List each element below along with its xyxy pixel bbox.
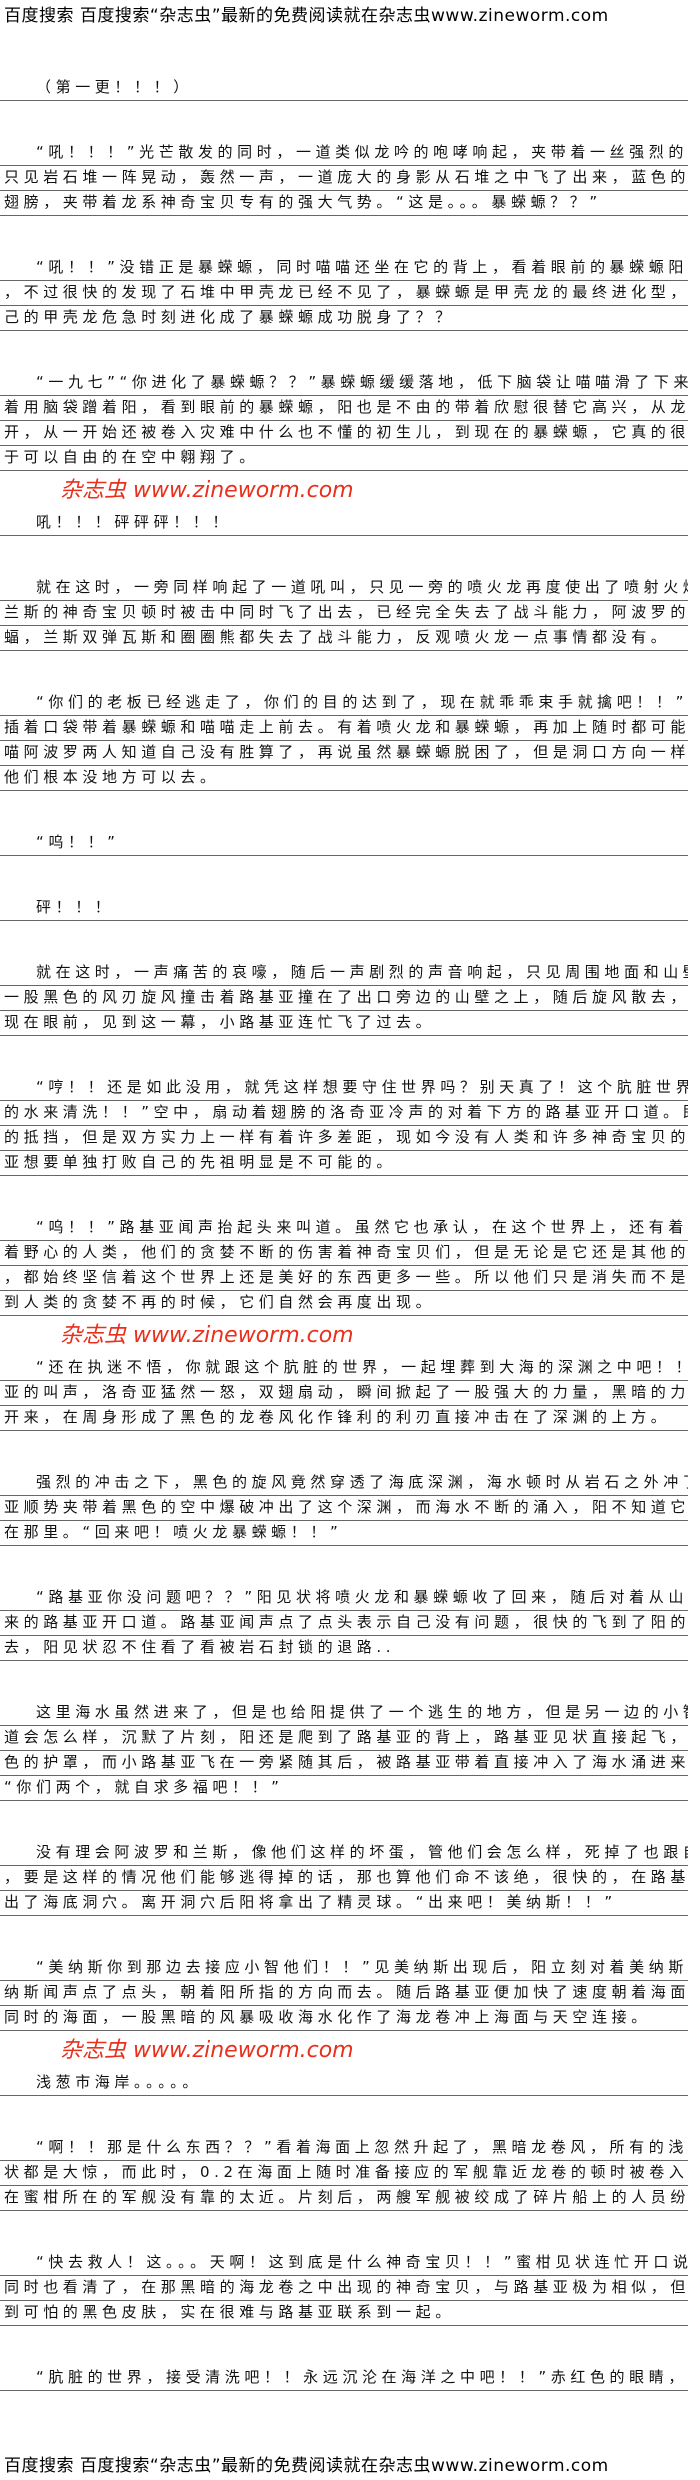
paragraph: “快去救人！这。。。天啊！这到底是什么神奇宝贝！！”蜜柑见状连忙开口说道。但是同…	[0, 2251, 688, 2326]
text-line: 就在这时，一声痛苦的哀嚎，随后一声剧烈的声音响起，只见周围地面和山壁一阵摇晃，	[0, 961, 688, 986]
chapter-text: （第一更！！！） “吼！！！”光芒散发的同时，一道类似龙吟的咆哮响起，夹带着一丝强…	[0, 76, 688, 2391]
text-line: 他们根本没地方可以去。	[0, 766, 688, 791]
text-line: 于可以自由的在空中翱翔了。	[0, 446, 688, 471]
text-line: “吼！！！”光芒散发的同时，一道类似龙吟的咆哮响起，夹带着一丝强烈的波动，随即	[0, 141, 688, 166]
text-line: 浅葱市海岸。。。。。	[0, 2071, 688, 2096]
text-line: 到人类的贪婪不再的时候，它们自然会再度出现。	[0, 1291, 688, 1316]
paragraph: “你们的老板已经逃走了，你们的目的达到了，现在就乖乖束手就擒吧！！”阳见状双手插…	[0, 691, 688, 791]
paragraph: “肮脏的世界，接受清洗吧！！永远沉沦在海洋之中吧！！”赤红色的眼睛，猛然的闪耀	[0, 2366, 688, 2391]
watermark: 杂志虫 www.zineworm.com	[60, 1323, 354, 1348]
text-line: “路基亚你没问题吧？？”阳见状将喷火龙和暴蝾螈收了回来，随后对着从山壁上脱身下	[0, 1586, 688, 1611]
paragraph: “吼！！！”光芒散发的同时，一道类似龙吟的咆哮响起，夹带着一丝强烈的波动，随即只…	[0, 141, 688, 216]
text-line: “你们两个，就自求多福吧！！”	[0, 1776, 688, 1801]
paragraph: （第一更！！！）	[0, 76, 688, 101]
text-line: “呜！！”	[0, 831, 688, 856]
text-line: 来的路基亚开口道。路基亚闻声点了点头表示自己没有问题，很快的飞到了阳的身边示意阳…	[0, 1611, 688, 1636]
text-line: “你们的老板已经逃走了，你们的目的达到了，现在就乖乖束手就擒吧！！”阳见状双手	[0, 691, 688, 716]
text-line: 在蜜柑所在的军舰没有靠的太近。片刻后，两艘军舰被绞成了碎片船上的人员纷纷落水。	[0, 2186, 688, 2211]
paragraph: 吼！！！砰砰砰！！！	[0, 511, 688, 536]
text-line: “啊！！那是什么东西？？”看着海面上忽然升起了，黑暗龙卷风，所有的浅葱市市民见	[0, 2136, 688, 2161]
text-line: 着野心的人类，他们的贪婪不断的伤害着神奇宝贝们，但是无论是它还是其他的传说神奇宝…	[0, 1241, 688, 1266]
paragraph: “路基亚你没问题吧？？”阳见状将喷火龙和暴蝾螈收了回来，随后对着从山壁上脱身下来…	[0, 1586, 688, 1661]
text-line: “呜！！”路基亚闻声抬起头来叫道。虽然它也承认，在这个世界上，还有着许多的带	[0, 1216, 688, 1241]
text-line: 己的甲壳龙危急时刻进化成了暴蝾螈成功脱身了？？	[0, 306, 688, 331]
paragraph: “美纳斯你到那边去接应小智他们！！”见美纳斯出现后，阳立刻对着美纳斯开口道。美纳…	[0, 1956, 688, 2031]
paragraph: 就在这时，一声痛苦的哀嚎，随后一声剧烈的声音响起，只见周围地面和山壁一阵摇晃，一…	[0, 961, 688, 1036]
paragraph: “吼！！”没错正是暴蝾螈，同时喵喵还坐在它的背上，看着眼前的暴蝾螈阳不由的一愣，…	[0, 256, 688, 331]
text-line: “一九七”“你进化了暴蝾螈？？”暴蝾螈缓缓落地，低下脑袋让喵喵滑了下来，随后蹭	[0, 371, 688, 396]
text-line: 同时的海面，一股黑暗的风暴吸收海水化作了海龙卷冲上海面与天空连接。	[0, 2006, 688, 2031]
text-line: 插着口袋带着暴蝾螈和喵喵走上前去。有着喷火龙和暴蝾螈，再加上随时都可能发动攻击的…	[0, 716, 688, 741]
text-line: 兰斯的神奇宝贝顿时被击中同时飞了出去，已经完全失去了战斗能力，阿波罗的黑鲁加和叉…	[0, 601, 688, 626]
text-line: 到可怕的黑色皮肤，实在很难与路基亚联系到一起。	[0, 2301, 688, 2326]
text-line: 亚顺势夹带着黑色的空中爆破冲出了这个深渊，而海水不断的涌入，阳不知道它这么做的用…	[0, 1496, 688, 1521]
text-line: 只见岩石堆一阵晃动，轰然一声，一道庞大的身影从石堆之中飞了出来，蓝色的皮肤血红色…	[0, 166, 688, 191]
text-line: 一股黑色的风刃旋风撞击着路基亚撞在了出口旁边的山壁之上，随后旋风散去，只见洛奇亚…	[0, 986, 688, 1011]
text-line: 现在眼前，见到这一幕，小路基亚连忙飞了过去。	[0, 1011, 688, 1036]
paragraph: 砰！！！	[0, 896, 688, 921]
text-line: ，不过很快的发现了石堆中甲壳龙已经不见了，暴蝾螈是甲壳龙的最终进化型，也就是说，…	[0, 281, 688, 306]
paragraph: “啊！！那是什么东西？？”看着海面上忽然升起了，黑暗龙卷风，所有的浅葱市市民见状…	[0, 2136, 688, 2211]
text-line: 亚想要单独打败自己的先祖明显是不可能的。	[0, 1151, 688, 1176]
text-line: “快去救人！这。。。天啊！这到底是什么神奇宝贝！！”蜜柑见状连忙开口说道。但是	[0, 2251, 688, 2276]
text-line: 色的护罩，而小路基亚飞在一旁紧随其后，被路基亚带着直接冲入了海水涌进来的水柱之中…	[0, 1751, 688, 1776]
paragraph: “一九七”“你进化了暴蝾螈？？”暴蝾螈缓缓落地，低下脑袋让喵喵滑了下来，随后蹭着…	[0, 371, 688, 471]
text-line: 亚的叫声，洛奇亚猛然一怒，双翅扇动，瞬间掀起了一股强大的力量，黑暗的力量不断的爆…	[0, 1381, 688, 1406]
text-line: “美纳斯你到那边去接应小智他们！！”见美纳斯出现后，阳立刻对着美纳斯开口道。美	[0, 1956, 688, 1981]
footer-banner: 百度搜索 百度搜索“杂志虫”最新的免费阅读就在杂志虫www.zineworm.c…	[4, 2456, 609, 2476]
text-line: 没有理会阿波罗和兰斯，像他们这样的坏蛋，管他们会怎么样，死掉了也跟自己没有关系	[0, 1841, 688, 1866]
paragraph: 浅葱市海岸。。。。。	[0, 2071, 688, 2096]
text-line: 开，从一开始还被卷入灾难中什么也不懂的初生儿，到现在的暴蝾螈，它真的很努力，现在…	[0, 421, 688, 446]
text-line: “吼！！”没错正是暴蝾螈，同时喵喵还坐在它的背上，看着眼前的暴蝾螈阳不由的一愣	[0, 256, 688, 281]
text-line: 开来，在周身形成了黑色的龙卷风化作锋利的利刃直接冲击在了深渊的上方。	[0, 1406, 688, 1431]
text-line: 就在这时，一旁同样响起了一道吼叫，只见一旁的喷火龙再度使出了喷射火焰，阿波罗和	[0, 576, 688, 601]
text-line: 的水来清洗！！”空中，扇动着翅膀的洛奇亚冷声的对着下方的路基亚开口道。即便已经尽…	[0, 1101, 688, 1126]
paragraph: “呜！！”	[0, 831, 688, 856]
text-line: 在那里。“回来吧！喷火龙暴蝾螈！！”	[0, 1521, 688, 1546]
paragraph: “哼！！还是如此没用，就凭这样想要守住世界吗？别天真了！这个肮脏世界就该用大海的…	[0, 1076, 688, 1176]
text-line: 出了海底洞穴。离开洞穴后阳将拿出了精灵球。“出来吧！美纳斯！！”	[0, 1891, 688, 1916]
text-line: （第一更！！！）	[0, 76, 688, 101]
watermark: 杂志虫 www.zineworm.com	[60, 2038, 354, 2063]
text-line: 去，阳见状忍不住看了看被岩石封锁的退路..	[0, 1636, 688, 1661]
text-line: 状都是大惊，而此时，0.2在海面上随时准备接应的军舰靠近龙卷的顿时被卷入了其中，…	[0, 2161, 688, 2186]
paragraph: “还在执迷不悟，你就跟这个肮脏的世界，一起埋葬到大海的深渊之中吧！！”听着路基亚…	[0, 1356, 688, 1431]
text-line: 吼！！！砰砰砰！！！	[0, 511, 688, 536]
text-line: 的抵挡，但是双方实力上一样有着许多差距，现如今没有人类和许多神奇宝贝的帮助了，路…	[0, 1126, 688, 1151]
text-line: “哼！！还是如此没用，就凭这样想要守住世界吗？别天真了！这个肮脏世界就该用大海	[0, 1076, 688, 1101]
text-line: “肮脏的世界，接受清洗吧！！永远沉沦在海洋之中吧！！”赤红色的眼睛，猛然的闪耀	[0, 2366, 688, 2391]
text-line: 这里海水虽然进来了，但是也给阳提供了一个逃生的地方，但是另一边的小智他们却不知	[0, 1701, 688, 1726]
text-line: 着用脑袋蹭着阳，看到眼前的暴蝾螈，阳也是不由的带着欣慰很替它高兴，从龙之乡带着它…	[0, 396, 688, 421]
text-line: 喵阿波罗两人知道自己没有胜算了，再说虽然暴蝾螈脱困了，但是洞口方向一样是被封锁的…	[0, 741, 688, 766]
watermark: 杂志虫 www.zineworm.com	[60, 478, 354, 503]
text-line: 蝠，兰斯双弹瓦斯和圈圈熊都失去了战斗能力，反观喷火龙一点事情都没有。	[0, 626, 688, 651]
text-line: 道会怎么样，沉默了片刻，阳还是爬到了路基亚的背上，路基亚见状直接起飞，身上闪耀出…	[0, 1726, 688, 1751]
header-banner: 百度搜索 百度搜索“杂志虫”最新的免费阅读就在杂志虫www.zineworm.c…	[4, 6, 609, 26]
paragraph: 强烈的冲击之下，黑色的旋风竟然穿透了海底深渊，海水顿时从岩石之外冲了出来，洛奇亚…	[0, 1471, 688, 1546]
text-line: ，都始终坚信着这个世界上还是美好的东西更多一些。所以他们只是消失而不是毁灭人类，…	[0, 1266, 688, 1291]
text-line: 纳斯闻声点了点头，朝着阳所指的方向而去。随后路基亚便加快了速度朝着海面而去，而与…	[0, 1981, 688, 2006]
text-line: 砰！！！	[0, 896, 688, 921]
paragraph: “呜！！”路基亚闻声抬起头来叫道。虽然它也承认，在这个世界上，还有着许多的带着野…	[0, 1216, 688, 1316]
paragraph: 就在这时，一旁同样响起了一道吼叫，只见一旁的喷火龙再度使出了喷射火焰，阿波罗和兰…	[0, 576, 688, 651]
paragraph: 这里海水虽然进来了，但是也给阳提供了一个逃生的地方，但是另一边的小智他们却不知道…	[0, 1701, 688, 1801]
text-line: 翅膀，夹带着龙系神奇宝贝专有的强大气势。“这是。。。暴蝾螈？？”	[0, 191, 688, 216]
text-line: 强烈的冲击之下，黑色的旋风竟然穿透了海底深渊，海水顿时从岩石之外冲了出来，洛奇	[0, 1471, 688, 1496]
paragraph: 没有理会阿波罗和兰斯，像他们这样的坏蛋，管他们会怎么样，死掉了也跟自己没有关系，…	[0, 1841, 688, 1916]
text-line: “还在执迷不悟，你就跟这个肮脏的世界，一起埋葬到大海的深渊之中吧！！”听着路基	[0, 1356, 688, 1381]
text-line: 同时也看清了，在那黑暗的海龙卷之中出现的神奇宝贝，与路基亚极为相似，但是那令人感…	[0, 2276, 688, 2301]
text-line: ，要是这样的情况他们能够逃得掉的话，那也算他们命不该绝，很快的，在路基亚带领下，…	[0, 1866, 688, 1891]
